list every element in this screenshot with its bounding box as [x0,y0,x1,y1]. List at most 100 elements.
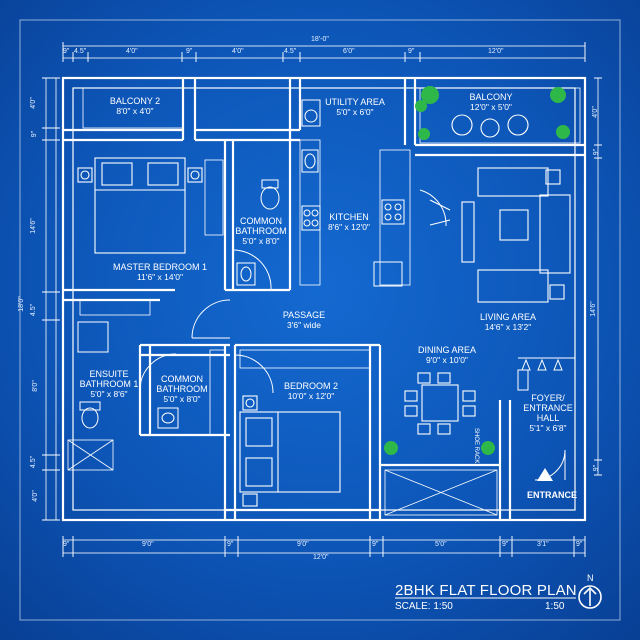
room-label-common-bath-2: COMMON BATHROOM 5'0" x 8'0" [152,374,212,404]
plan-scale-left: SCALE: 1:50 [395,601,453,612]
balcony-chairs [451,114,529,138]
room-size-kitchen: 8'6" x 12'0" [328,222,370,232]
dim-left-1: 9" [31,130,39,138]
room-name-balcony2: BALCONY 2 [109,96,161,106]
room-size-living: 14'6" x 13'2" [484,322,532,332]
dim-bottom-3: 9'0" [297,541,309,548]
dim-top-5: 4.5" [284,48,297,55]
room-label-master: MASTER BEDROOM 1 11'6" x 14'0" [105,262,215,282]
dim-bottom-total: 12'0" [313,554,329,561]
dim-right-3: 9" [593,464,601,472]
room-name-foyer: FOYER/ [531,393,565,403]
dim-top-1: 4.5" [74,48,87,55]
room-name-kitchen: KITCHEN [329,212,369,222]
door-swings [139,189,566,481]
room-name3-foyer: HALL [536,413,560,423]
walls [61,76,587,522]
room-label-dining: DINING AREA 9'0" x 10'0" [412,345,482,365]
dim-top-8: 12'0" [488,48,504,55]
dim-bottom-5: 5'0" [435,541,447,548]
room-name2-foyer: ENTRANCE [523,403,573,413]
dim-bottom-7: 3'1" [537,541,549,548]
dim-top-4: 4'0" [232,48,244,55]
room-name-ensuite: ENSUITE [89,369,129,379]
room-label-foyer: FOYER/ ENTRANCE HALL 5'1" x 6'8" [518,393,578,433]
room-label-kitchen: KITCHEN 8'6" x 12'0" [318,212,380,232]
room-label-common-bath-1: COMMON BATHROOM 5'0" x 8'0" [232,216,290,246]
room-size-master: 11'6" x 14'0" [137,272,183,282]
dim-bottom-1: 9'0" [142,541,154,548]
room-name-common-bath-2: COMMON [161,374,203,384]
north-label: N [587,573,594,583]
balcony-railings [67,87,581,516]
dim-left-4: 4.5" [30,303,38,317]
north-arrow [578,585,602,609]
living-furniture [429,167,571,303]
room-size-foyer: 5'1" x 6'8" [529,423,567,433]
dim-bottom-6: 9" [502,541,509,548]
room-size-balcony2: 8'0" x 4'0" [116,106,154,116]
master-bed [77,157,203,254]
dimension-lines [42,42,602,557]
dim-top-2: 4'0" [126,48,138,55]
dining-table [404,372,476,435]
room-name-common-bath-1: COMMON [240,216,282,226]
room-size-common-bath-2: 5'0" x 8'0" [163,394,201,404]
room-label-ensuite: ENSUITE BATHROOM 1 5'0" x 8'6" [74,369,144,399]
plants [384,86,570,455]
dim-bottom-0: 9" [63,541,70,548]
room-name-dining: DINING AREA [417,345,476,355]
dim-left-6: 4.5" [30,455,38,469]
plan-scale-right: 1:50 [545,601,565,612]
dim-top-total: 18'-0" [311,36,329,43]
room-size-bedroom2: 10'0" x 12'0" [287,391,335,401]
room-label-utility: UTILITY AREA 5'0" x 6'0" [320,97,390,117]
room-label-living: LIVING AREA 14'6" x 13'2" [470,312,546,332]
entrance-arrow [537,468,553,481]
bathroom-fixtures [77,179,280,429]
dim-top-3: 9" [186,48,193,55]
dim-bottom-8: 9" [576,541,583,548]
room-size-balcony: 12'0" x 5'0" [470,102,512,112]
room-name-utility: UTILITY AREA [325,97,385,107]
room-name2-ensuite: BATHROOM 1 [79,379,139,389]
room-label-bedroom2: BEDROOM 2 10'0" x 12'0" [278,381,344,401]
room-size-common-bath-1: 5'0" x 8'0" [242,236,280,246]
room-label-balcony: BALCONY 12'0" x 5'0" [456,92,526,112]
dim-left-0: 4'0" [29,97,37,109]
room-name-living: LIVING AREA [479,312,537,322]
room-name-bedroom2: BEDROOM 2 [283,381,338,391]
room-name-balcony: BALCONY [469,92,513,102]
room-label-balcony2: BALCONY 2 8'0" x 4'0" [100,96,170,116]
dim-bottom-2: 9" [227,541,234,548]
dim-right-1: 9" [593,148,601,156]
dim-top-6: 6'0" [343,48,355,55]
kitchen-fixtures [301,99,405,287]
dim-right-0: 4'0" [591,106,599,118]
dim-left-5: 8'0" [31,380,39,392]
room-name2-common-bath-1: BATHROOM [235,226,287,236]
room-name-master: MASTER BEDROOM 1 [112,262,207,272]
dim-right-2: 14'6" [589,301,597,317]
dim-left-3: 18'0" [17,296,25,312]
dim-left-7: 4'0" [31,490,39,502]
bedroom2-bed [239,395,341,507]
dim-bottom-4: 9" [372,541,379,548]
room-size-ensuite: 5'0" x 8'6" [90,389,128,399]
dim-top-7: 9" [408,48,415,55]
room-size-utility: 5'0" x 6'0" [336,107,374,117]
shoe-rack-label: SHOE RACK [473,428,479,464]
entrance-label: ENTRANCE [527,490,578,500]
room-name-passage: PASSAGE [282,310,326,320]
coat-hooks [517,357,575,391]
dim-left-2: 14'6" [29,218,37,234]
room-size-passage: 3'6" wide [287,320,321,330]
room-label-passage: PASSAGE 3'6" wide [274,310,334,330]
plan-title: 2BHK FLAT FLOOR PLAN [395,582,577,599]
drawing-frame [19,19,621,621]
room-size-dining: 9'0" x 10'0" [426,355,468,365]
room-name2-common-bath-2: BATHROOM [156,384,208,394]
dim-top-0: 9" [63,48,70,55]
